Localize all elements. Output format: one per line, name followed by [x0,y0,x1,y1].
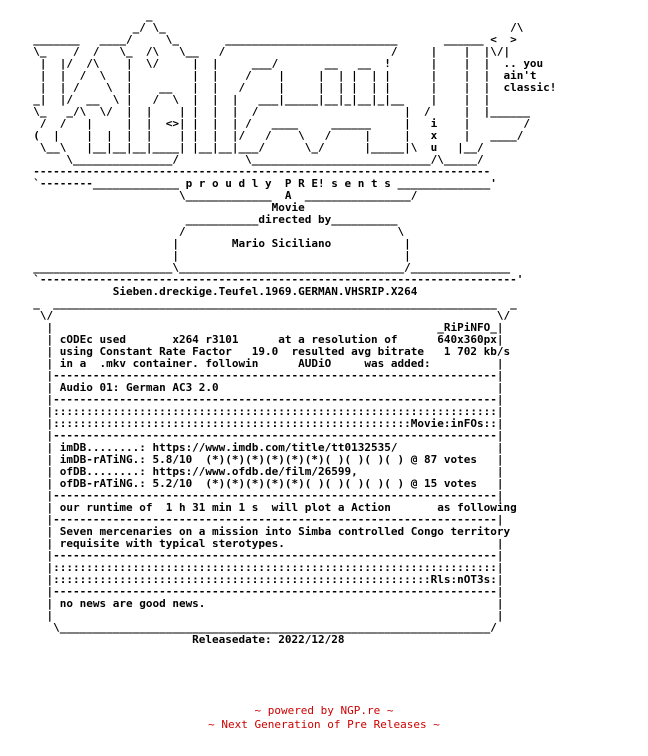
nfo-text: _ _/ \_ /\ _______ ____/ \_ ____________… [33,9,557,646]
tagline-link[interactable]: ~ Next Generation of Pre Releases ~ [208,718,440,731]
powered-by-link[interactable]: ~ powered by NGP.re ~ [254,704,394,717]
